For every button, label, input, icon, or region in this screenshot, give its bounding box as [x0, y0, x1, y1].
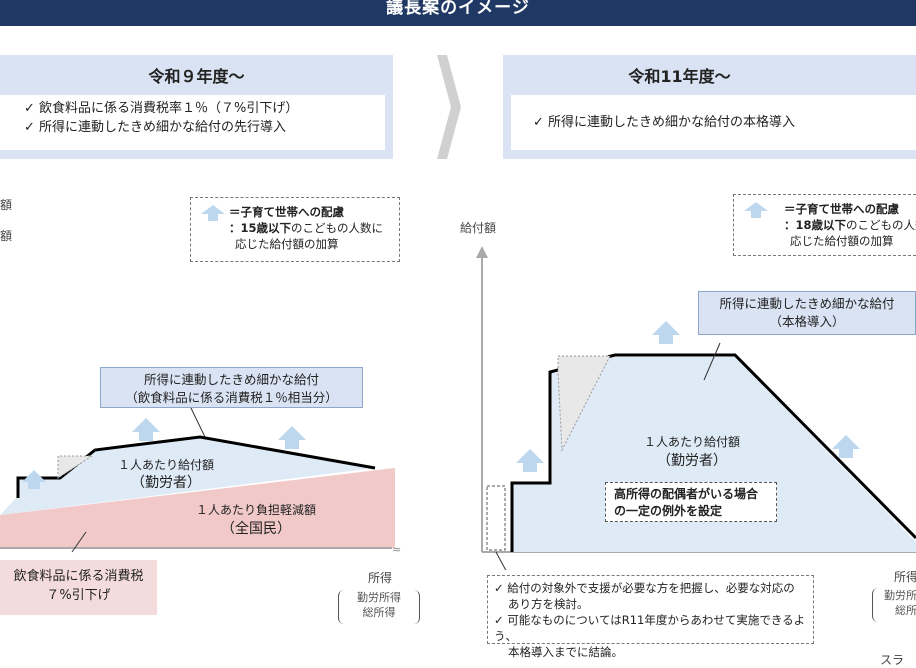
left-tax-cut-box: 飲食料品に係る消費税 ７%引下げ	[0, 560, 157, 615]
bottom-note-2: あり方を検討。	[508, 597, 589, 611]
up-arrow-icon	[22, 470, 46, 489]
up-arrow-icon	[652, 321, 680, 344]
bottom-note-4: 本格導入までに結論。	[508, 645, 623, 659]
right-bullet-1: ✓ 所得に連動したきめ細かな給付の本格導入	[533, 115, 796, 130]
right-bullet-box: ✓ 所得に連動したきめ細かな給付の本格導入	[511, 95, 916, 150]
up-arrow-icon	[201, 205, 225, 221]
right-area-label: １人あたり給付額 （勤労者）	[644, 433, 740, 471]
left-childcare-note: ＝子育て世帯への配慮 ：15歳以下のこどもの人数に 応じた給付額の加算	[190, 197, 400, 262]
left-bullet-2: ✓ 所得に連動したきめ細かな給付の先行導入	[24, 120, 287, 135]
right-area-line2: （勤労者）	[657, 453, 727, 469]
right-income-bracket: 勤労所 総所	[872, 588, 916, 622]
right-y-label: 給付額	[460, 221, 497, 235]
right-bracket-line1: 勤労所	[884, 589, 916, 602]
left-bracket-line1: 勤労所得	[357, 591, 401, 604]
left-income-bracket: 勤労所得 総所得	[338, 590, 420, 624]
left-area1-label: １人あたり給付額 （勤労者）	[118, 456, 214, 492]
page-title: 議長案のイメージ	[386, 0, 530, 18]
left-x-label: 所得	[368, 571, 393, 585]
left-note-line2: のこどもの人数に	[291, 221, 384, 235]
left-diagram: ≈	[0, 405, 401, 556]
left-note-line3: 応じた給付額の加算	[235, 237, 339, 251]
bottom-note-1: ✓ 給付の対象外で支援が必要な方を把握し、必要な対応の	[494, 581, 795, 595]
svg-text:≈: ≈	[392, 543, 401, 556]
left-bracket-line2: 総所得	[362, 606, 396, 619]
up-arrow-icon	[744, 202, 768, 218]
left-bullet-1: ✓ 飲食料品に係る消費税率１％（７%引下げ）	[24, 101, 299, 116]
right-note-line3: 応じた給付額の加算	[790, 234, 894, 248]
right-note-line2: のこどもの人数	[846, 218, 916, 232]
up-arrow-icon	[278, 426, 306, 449]
left-area2-line2: （全国民）	[221, 521, 291, 537]
right-x-label: 所得	[894, 570, 916, 584]
up-arrow-icon	[132, 418, 160, 441]
right-note-line1: ＝子育て世帯への配慮	[784, 202, 899, 216]
left-note-bold: ：15歳以下	[229, 221, 292, 235]
right-bracket-line2: 総所	[895, 604, 916, 617]
footer-slide-label: スラ	[880, 653, 905, 667]
left-red-line1: 飲食料品に係る消費税	[13, 569, 144, 584]
left-bullet-box: ✓ 飲食料品に係る消費税率１％（７%引下げ） ✓ 所得に連動したきめ細かな給付の…	[0, 95, 385, 150]
left-panel-header: 令和９年度～ ✓ 飲食料品に係る消費税率１％（７%引下げ） ✓ 所得に連動したき…	[0, 55, 393, 159]
spouse-exception-box: 高所得の配偶者がいる場合 の一定の例外を設定	[605, 482, 777, 522]
right-childcare-note: ＝子育て世帯への配慮 ：18歳以下のこどもの人数 応じた給付額の加算	[733, 194, 916, 256]
up-arrow-icon	[832, 435, 860, 458]
left-red-line2: ７%引下げ	[46, 588, 111, 603]
bottom-note-3: ✓ 可能なものについてはR11年度からあわせて実施できるよう、	[494, 613, 806, 643]
right-callout-line1: 所得に連動したきめ細かな給付	[719, 296, 895, 311]
right-callout-line2: （本格導入）	[769, 314, 845, 329]
left-area2-label: １人あたり負担軽減額 （全国民）	[196, 501, 316, 539]
right-callout: 所得に連動したきめ細かな給付 （本格導入）	[698, 291, 916, 335]
left-callout-line1: 所得に連動したきめ細かな給付	[143, 372, 319, 387]
right-area-line1: １人あたり給付額	[644, 435, 741, 449]
left-cut-label-1: 額	[0, 198, 13, 212]
left-reduction-area	[0, 468, 395, 548]
up-arrow-icon	[516, 449, 544, 472]
inbox-line2: の一定の例外を設定	[614, 504, 723, 518]
left-note-line1: ＝子育て世帯への配慮	[229, 205, 344, 219]
left-callout-line2: （飲食料品に係る消費税１％相当分）	[125, 390, 338, 405]
left-benefit-area	[0, 437, 375, 515]
right-bottom-note: ✓ 給付の対象外で支援が必要な方を把握し、必要な対応の あり方を検討。 ✓ 可能…	[487, 575, 814, 659]
left-callout: 所得に連動したきめ細かな給付 （飲食料品に係る消費税１％相当分）	[100, 367, 363, 408]
right-panel-header: 令和11年度～ ✓ 所得に連動したきめ細かな給付の本格導入	[503, 55, 916, 159]
right-note-bold: ：18歳以下	[784, 218, 847, 232]
left-cut-label-2: 額	[0, 229, 13, 243]
inbox-line1: 高所得の配偶者がいる場合	[614, 487, 759, 501]
left-area1-line1: １人あたり給付額	[118, 458, 215, 472]
title-bar: 議長案のイメージ	[0, 0, 916, 26]
chevron-right-icon	[437, 55, 461, 159]
left-panel-title: 令和９年度～	[148, 67, 245, 86]
left-area2-line1: １人あたり負担軽減額	[196, 503, 317, 517]
left-area1-line2: （勤労者）	[131, 475, 201, 491]
right-panel-title: 令和11年度～	[628, 67, 731, 86]
